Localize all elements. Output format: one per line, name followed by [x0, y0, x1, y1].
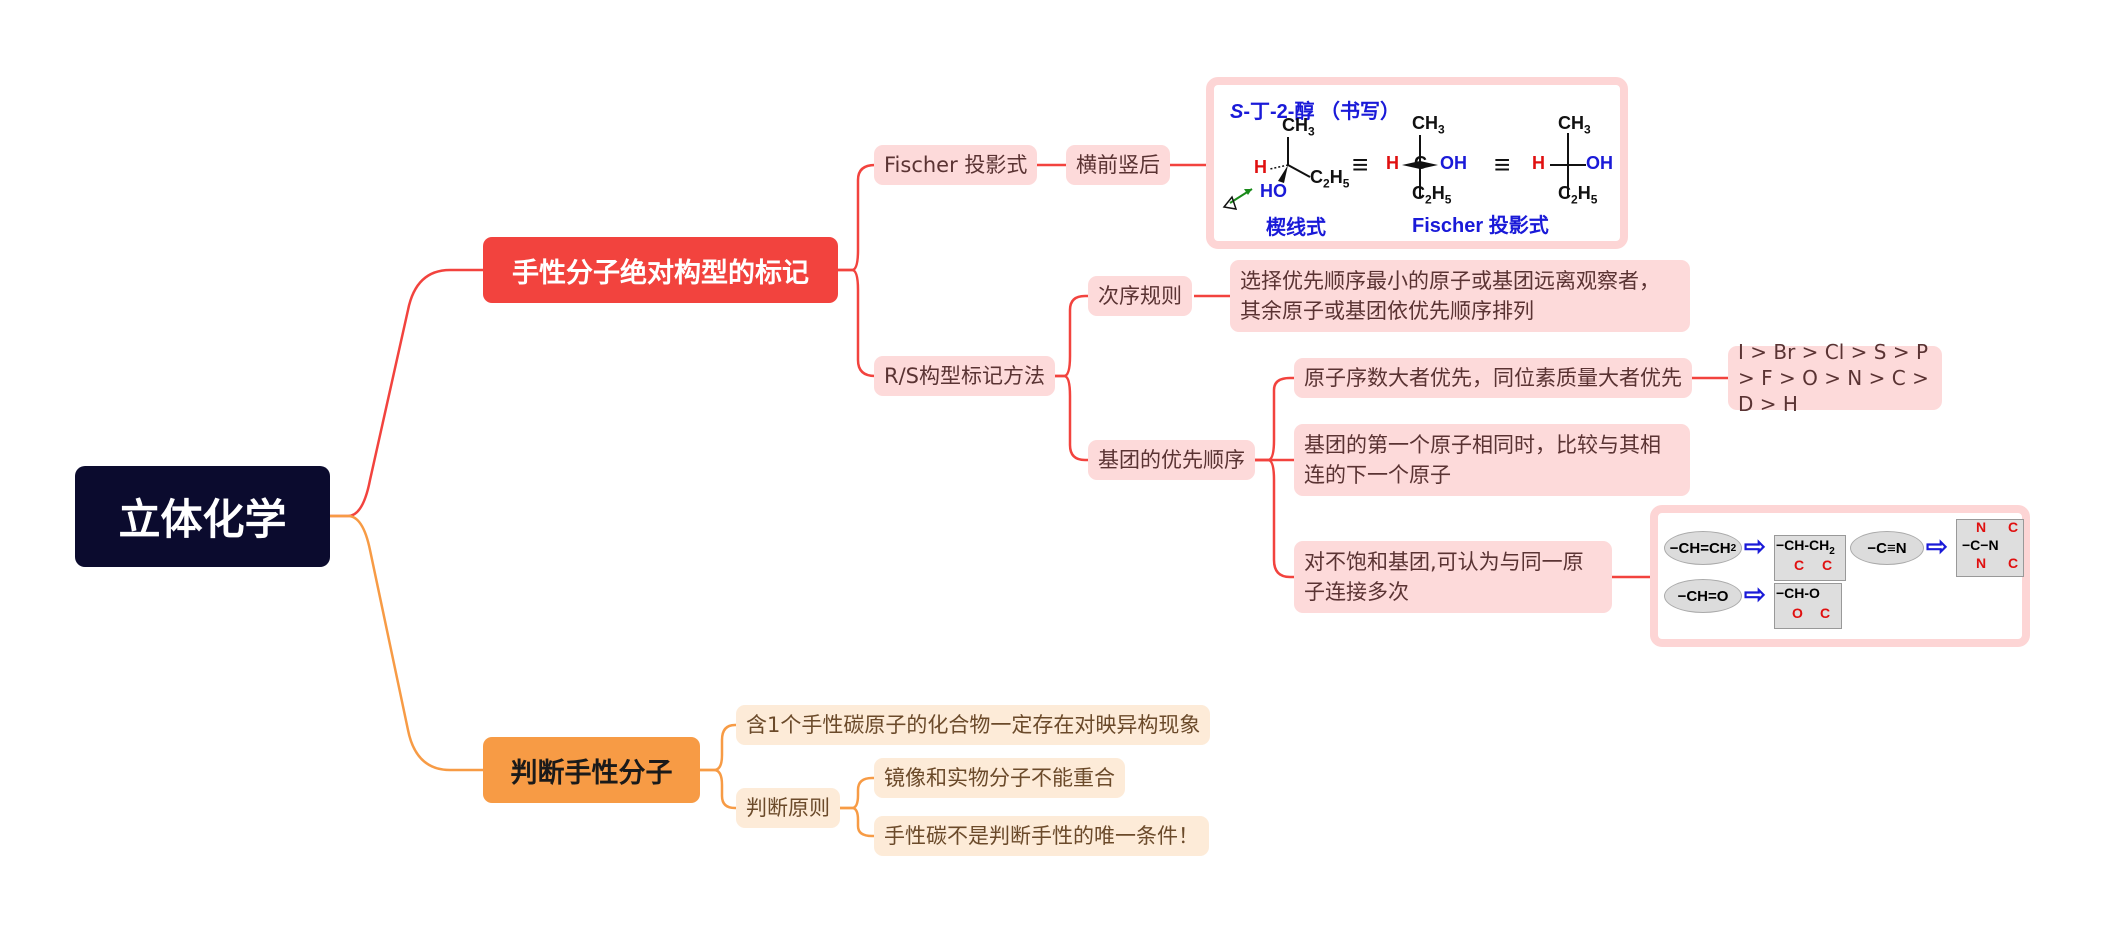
- node-order-rule[interactable]: 次序规则: [1088, 276, 1192, 316]
- fischer1-c: C: [1414, 153, 1427, 173]
- cyano-n-1: N: [1976, 519, 1987, 535]
- cyano-c-2: C: [2008, 555, 2019, 571]
- equiv-sign-2: ≡: [1494, 149, 1511, 180]
- ch3-text: CH: [1282, 115, 1308, 135]
- cyano-c-1: C: [2008, 519, 2019, 535]
- aldehyde-o: O: [1792, 605, 1803, 621]
- cyano-n-2: N: [1976, 555, 1987, 571]
- vinyl-expanded-sub: 2: [1829, 545, 1835, 557]
- arrow-icon-2: ⇨: [1926, 531, 1948, 561]
- node-fischer-projection[interactable]: Fischer 投影式: [874, 145, 1038, 185]
- vinyl-c-1: C: [1794, 557, 1805, 573]
- fischer-projection-figure: S-丁-2-醇 （书写） CH3 H C2H5 HO ≡ CH3 H C OH …: [1206, 77, 1628, 249]
- equiv-sign-1: ≡: [1352, 149, 1369, 180]
- root-node[interactable]: 立体化学: [75, 466, 330, 567]
- vinyl-expanded: −CH-CH2: [1776, 537, 1835, 557]
- figure-title: S-丁-2-醇 （书写）: [1230, 95, 1400, 124]
- sub-5: 5: [1342, 176, 1350, 191]
- fischer1-h: H: [1386, 153, 1399, 173]
- cyano-group: −C≡N: [1850, 531, 1924, 565]
- caption-fischer: Fischer 投影式: [1412, 215, 1549, 237]
- node-one-chiral-carbon[interactable]: 含1个手性碳原子的化合物一定存在对映异构现象: [736, 705, 1211, 745]
- vinyl-c-2: C: [1822, 557, 1833, 573]
- fischer2-c2h5: C2H5: [1558, 183, 1598, 207]
- node-group-priority[interactable]: 基团的优先顺序: [1088, 440, 1255, 480]
- aldehyde-expanded: −CH-O: [1776, 585, 1820, 601]
- fischer1-ch3: CH3: [1412, 113, 1445, 137]
- vinyl-expanded-box: [1774, 535, 1846, 581]
- aldehyde-expanded-box: [1774, 583, 1842, 629]
- arrow-icon-3: ⇨: [1744, 579, 1766, 609]
- fischer2-oh: OH: [1586, 153, 1613, 173]
- branch-node-chiral-molecule[interactable]: 判断手性分子: [483, 737, 700, 803]
- node-judgment-principle[interactable]: 判断原则: [736, 788, 840, 828]
- title-s-prefix: S: [1230, 101, 1244, 123]
- sub-2: 2: [1323, 176, 1330, 191]
- c2h5-c: C: [1412, 183, 1425, 203]
- sub-2: 2: [1571, 192, 1578, 207]
- node-mirror-image[interactable]: 镜像和实物分子不能重合: [874, 758, 1125, 798]
- fischer2-ch3: CH3: [1558, 113, 1591, 137]
- vinyl-expanded-text: −CH-CH: [1776, 537, 1830, 553]
- cyano-expanded: −C−N: [1962, 537, 1999, 553]
- wedge-ho: HO: [1260, 181, 1287, 201]
- node-chiral-carbon-not-only[interactable]: 手性碳不是判断手性的唯一条件！: [874, 816, 1209, 856]
- sub-3: 3: [1584, 122, 1591, 137]
- sub-3: 3: [1438, 122, 1445, 137]
- branch-node-absolute-configuration[interactable]: 手性分子绝对构型的标记: [483, 237, 838, 303]
- title-rest: -丁-2-醇 （书写）: [1243, 101, 1401, 123]
- node-priority-rule-2[interactable]: 基团的第一个原子相同时，比较与其相连的下一个原子: [1294, 424, 1690, 496]
- ch3-text: CH: [1412, 113, 1438, 133]
- wedge-h: H: [1254, 157, 1267, 177]
- ch3-text: CH: [1558, 113, 1584, 133]
- c2h5-c: C: [1558, 183, 1571, 203]
- node-priority-rule-1[interactable]: 原子序数大者优先，同位素质量大者优先: [1294, 358, 1692, 398]
- aldehyde-c: C: [1820, 605, 1831, 621]
- fischer1-oh: OH: [1440, 153, 1467, 173]
- sub-5: 5: [1590, 192, 1598, 207]
- aldehyde-group: −CH=O: [1664, 579, 1742, 613]
- arrow-icon-1: ⇨: [1744, 531, 1766, 561]
- node-priority-example[interactable]: I > Br > Cl > S > P > F > O > N > C > D …: [1728, 340, 1942, 416]
- vinyl-sub: 2: [1730, 542, 1737, 554]
- wedge-c2h5: C2H5: [1310, 167, 1350, 191]
- cyano-expanded-box: [1956, 519, 2024, 577]
- node-rs-configuration[interactable]: R/S构型标记方法: [874, 356, 1055, 396]
- c2h5-c: C: [1310, 167, 1323, 187]
- fischer2-h: H: [1532, 153, 1545, 173]
- vinyl-text: −CH=CH: [1669, 539, 1731, 557]
- wedge-ch3: CH3: [1282, 115, 1315, 139]
- node-order-rule-detail[interactable]: 选择优先顺序最小的原子或基团远离观察者，其余原子或基团依优先顺序排列: [1230, 260, 1690, 332]
- fischer1-c2h5: C2H5: [1412, 183, 1452, 207]
- caption-wedge: 楔线式: [1266, 217, 1326, 239]
- structure-lines: [1222, 133, 1586, 210]
- node-horizontal-front-vertical-back[interactable]: 横前竖后: [1066, 145, 1170, 185]
- sub-3: 3: [1308, 124, 1315, 139]
- node-priority-rule-3[interactable]: 对不饱和基团,可认为与同一原子连接多次: [1294, 541, 1612, 613]
- sub-2: 2: [1425, 192, 1432, 207]
- sub-5: 5: [1444, 192, 1452, 207]
